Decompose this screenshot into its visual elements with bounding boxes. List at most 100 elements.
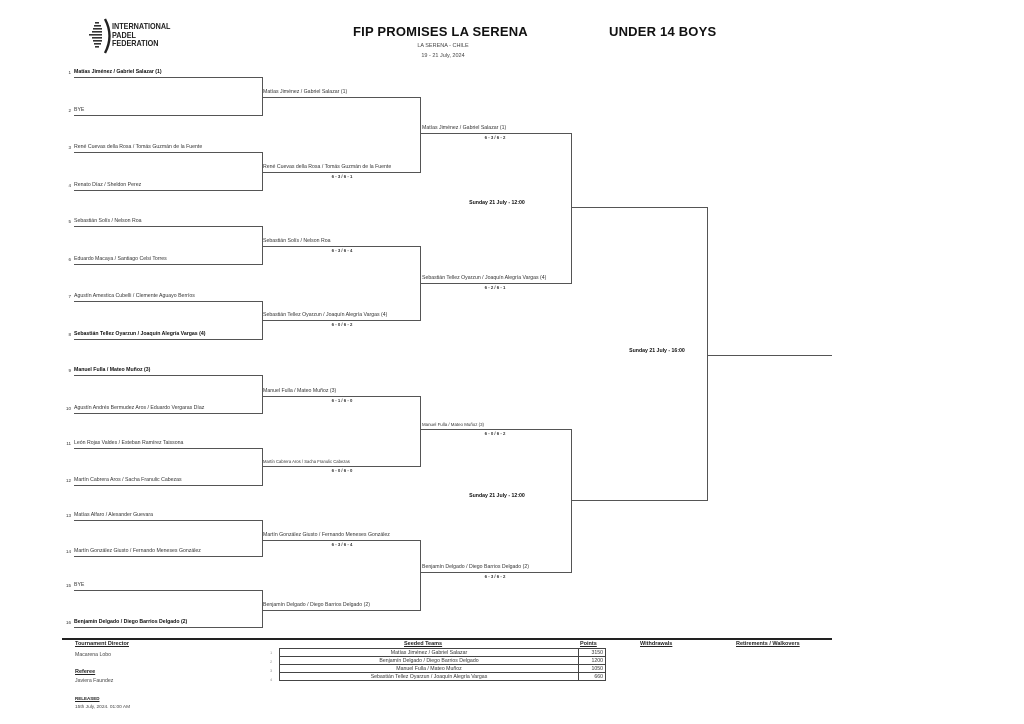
seed-number: 10 [65,406,71,411]
bracket-line [74,77,262,78]
bracket-line [571,207,707,208]
final-schedule: Sunday 21 July - 16:00 [629,348,685,354]
round2-team: Manuel Fulla / Mateo Muñoz (3) [263,388,337,394]
bracket-line [74,226,262,227]
bracket-line [262,77,263,116]
seeded-team-name: Benjamín Delgado / Diego Barrios Delgado [279,656,579,665]
seed-number: 8 [68,332,71,337]
round2-team: Benjamín Delgado / Diego Barrios Delgado… [263,602,370,608]
semifinal-schedule-top: Sunday 21 July - 12:00 [469,200,525,206]
bracket-line [262,590,263,628]
bracket-line [420,540,421,611]
bracket-line [262,97,420,98]
fip-logo-icon [89,18,111,54]
round2-team: Martín Cabrera Aros / Sacha Franulic Cab… [263,459,350,464]
seed-rank: 3 [270,668,273,673]
bracket-line [420,133,571,134]
points-label: Points [580,641,597,647]
round1-team: Agustín Amestica Cubelli / Clemente Agua… [74,293,195,299]
seed-rank: 4 [270,677,273,682]
withdrawals-label: Withdrawals [640,641,673,647]
seed-number: 6 [68,257,71,262]
bracket-line [74,520,262,521]
round1-team: Eduardo Macaya / Santiago Celsi Torres [74,256,167,262]
bracket-line [74,115,262,116]
retirements-label: Retirements / Walkovers [736,641,800,647]
bracket-line [74,339,262,340]
match-score: 6 - 2 / 6 - 1 [484,285,506,290]
bracket-line [571,429,572,573]
seed-number: 16 [65,620,71,625]
seed-number: 3 [68,145,71,150]
bracket-line [262,540,420,541]
seed-rank: 2 [270,659,273,664]
match-score: 6 - 0 / 6 - 2 [484,431,506,436]
bracket-line [262,610,420,611]
round1-team: Martín Cabrera Aros / Sacha Franulic Cab… [74,477,182,483]
released-label: RELEASED [75,696,100,701]
round2-team: René Cuevas della Rosa / Tomás Guzmán de… [263,164,392,170]
seed-number: 1 [68,70,71,75]
bracket-line [74,301,262,302]
director-name: Macarena Lobo [75,652,112,658]
bracket-line [420,429,571,430]
seed-number: 5 [68,219,71,224]
footer-divider [62,638,832,640]
round3-team: Sebastián Tellez Oyarzun / Joaquín Alegr… [422,275,547,281]
director-label: Tournament Director [75,641,129,647]
bracket-line [74,627,262,628]
bracket-line [262,172,420,173]
released-value: 15th July, 2024. 01:00 AM [75,705,131,710]
fip-logo: INTERNATIONAL PADEL FEDERATION [86,17,176,57]
bracket-line [262,375,263,414]
round1-team: Martín González Giusto / Fernando Menese… [74,548,201,554]
round2-team: Matías Jiménez / Gabriel Salazar (1) [263,89,348,95]
logo-line-1: INTERNATIONAL [112,21,171,31]
round1-team: Matías Alfaro / Alexander Guevara [74,512,154,518]
bracket-line [707,207,708,501]
seeded-team-points: 1200 [578,656,606,665]
seeded-team-points: 3150 [578,648,606,657]
match-score: 6 - 3 / 6 - 4 [331,248,353,253]
bracket-line [571,133,572,284]
round2-team: Martín González Giusto / Fernando Menese… [263,532,390,538]
match-score: 6 - 3 / 6 - 2 [484,135,506,140]
seed-number: 9 [68,368,71,373]
seeded-team-row: Sebastián Tellez Oyarzun / Joaquín Alegr… [279,672,606,681]
round1-team: León Rojas Valdes / Esteban Ramírez Tais… [74,440,184,446]
bracket-line [262,226,263,265]
bracket-line [262,466,420,467]
seed-rank: 1 [270,650,273,655]
bracket-line [571,500,707,501]
round1-team: René Cuevas della Rosa / Tomás Guzmán de… [74,144,203,150]
round1-team: Renato Díaz / Sheldon Perez [74,182,142,188]
bracket-line [74,485,262,486]
round1-team: Matías Jiménez / Gabriel Salazar (1) [74,69,162,75]
seed-number: 2 [68,108,71,113]
seeded-team-name: Manuel Fulla / Mateo Muñoz [279,664,579,673]
seeded-team-row: Benjamín Delgado / Diego Barrios Delgado… [279,656,606,665]
logo-line-2: PADEL [112,29,136,40]
bracket-line [420,396,421,467]
semifinal-schedule-bottom: Sunday 21 July - 12:00 [469,493,525,499]
seeded-team-name: Sebastián Tellez Oyarzun / Joaquín Alegr… [279,672,579,681]
round1-team: BYE [74,107,85,113]
seed-number: 11 [66,441,71,446]
bracket-line [262,320,420,321]
round1-team: Manuel Fulla / Mateo Muñoz (3) [74,367,151,373]
seeded-team-points: 1050 [578,664,606,673]
seed-number: 15 [65,583,71,588]
match-score: 6 - 3 / 6 - 4 [331,542,353,547]
tournament-dates: 19 - 21 July, 2024 [421,53,465,59]
bracket-line [420,97,421,173]
round3-team: Benjamín Delgado / Diego Barrios Delgado… [422,564,529,570]
seed-number: 4 [68,183,71,188]
seeded-team-name: Matías Jiménez / Gabriel Salazar [279,648,579,657]
bracket-line [74,264,262,265]
bracket-line [74,152,262,153]
round1-team: Agustín Andrés Bermudez Aros / Eduardo V… [74,405,205,411]
tournament-location: LA SERENA - CHILE [417,43,469,49]
match-score: 6 - 1 / 6 - 0 [331,398,353,403]
